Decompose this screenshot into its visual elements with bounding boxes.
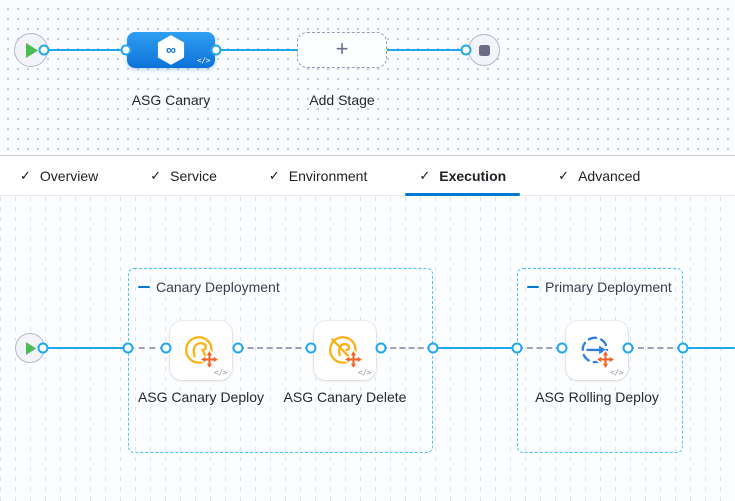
- step-group-canary-deployment[interactable]: Canary Deployment: [128, 268, 433, 453]
- connector-dot: [122, 342, 134, 354]
- asg-canary-deploy-icon: [185, 335, 219, 369]
- step-asg-canary-delete[interactable]: </>: [314, 321, 376, 380]
- stage-type-icon: ∞: [157, 35, 185, 65]
- connector-dot: [556, 342, 568, 354]
- connector-dot: [677, 342, 689, 354]
- stage-node-asg-canary[interactable]: ∞ </>: [127, 32, 215, 68]
- connector-dot: [375, 342, 387, 354]
- execution-edge-dashed: [628, 347, 683, 349]
- tab-overview[interactable]: ✓ Overview: [4, 156, 114, 195]
- execution-edge: [433, 347, 517, 349]
- execution-edge-dashed: [238, 347, 311, 349]
- connector-dot: [305, 342, 317, 354]
- check-icon: ✓: [558, 167, 570, 183]
- check-icon: ✓: [150, 167, 162, 183]
- stage-config-tabs: ✓ Overview ✓ Service ✓ Environment ✓ Exe…: [0, 155, 735, 196]
- collapse-icon[interactable]: [527, 285, 539, 289]
- tab-label: Service: [170, 167, 217, 184]
- play-icon: [26, 341, 37, 355]
- connector-dot: [37, 342, 49, 354]
- pipeline-canvas: ∞ </> + ASG Canary Add Stage: [0, 0, 735, 155]
- group-header[interactable]: Canary Deployment: [138, 279, 280, 295]
- connector-dot: [622, 342, 634, 354]
- tab-label: Environment: [288, 167, 368, 184]
- check-icon: ✓: [20, 167, 31, 183]
- code-icon[interactable]: </>: [214, 368, 227, 377]
- tab-execution[interactable]: ✓ Execution: [403, 156, 522, 196]
- execution-edge: [683, 347, 735, 349]
- step-label: ASG Rolling Deploy: [535, 389, 659, 405]
- asg-rolling-deploy-icon: [581, 336, 615, 369]
- execution-edge-dashed: [128, 347, 166, 349]
- group-label: Primary Deployment: [545, 279, 672, 295]
- check-icon: ✓: [419, 167, 431, 183]
- execution-edge-dashed: [517, 347, 562, 349]
- execution-edge: [43, 347, 128, 349]
- infinity-glyph: ∞: [166, 42, 176, 58]
- collapse-icon[interactable]: [138, 285, 150, 289]
- connector-dot: [511, 342, 523, 354]
- tab-environment[interactable]: ✓ Environment: [253, 156, 384, 195]
- tab-advanced[interactable]: ✓ Advanced: [542, 156, 656, 195]
- step-asg-canary-deploy[interactable]: </>: [170, 321, 232, 380]
- pipeline-edge: [44, 49, 466, 51]
- connector-dot: [160, 342, 172, 354]
- connector-dot: [120, 44, 132, 56]
- execution-canvas: Canary Deployment Primary Deployment: [0, 197, 735, 501]
- code-icon[interactable]: </>: [197, 56, 210, 65]
- execution-edge-dashed: [381, 347, 433, 349]
- plus-icon: +: [335, 36, 349, 61]
- asg-canary-delete-icon: [329, 335, 363, 369]
- tab-label: Advanced: [578, 167, 641, 184]
- code-icon[interactable]: </>: [358, 368, 371, 377]
- pipeline-end-node: [468, 34, 500, 66]
- stage-label: ASG Canary: [131, 92, 211, 108]
- play-icon: [26, 42, 38, 58]
- step-group-primary-deployment[interactable]: Primary Deployment: [517, 268, 683, 453]
- tab-service[interactable]: ✓ Service: [134, 156, 233, 195]
- step-label: ASG Canary Delete: [283, 389, 407, 405]
- tab-label: Overview: [39, 167, 99, 184]
- step-label: ASG Canary Deploy: [137, 389, 265, 405]
- group-label: Canary Deployment: [156, 279, 280, 295]
- connector-dot: [427, 342, 439, 354]
- tab-label: Execution: [439, 167, 507, 184]
- group-header[interactable]: Primary Deployment: [527, 279, 672, 295]
- add-stage-button[interactable]: +: [297, 32, 387, 68]
- add-stage-label: Add Stage: [309, 92, 375, 108]
- code-icon[interactable]: </>: [610, 368, 623, 377]
- check-icon: ✓: [268, 167, 280, 183]
- connector-dot: [210, 44, 222, 56]
- connector-dot: [232, 342, 244, 354]
- step-asg-rolling-deploy[interactable]: </>: [566, 321, 628, 380]
- connector-dot: [460, 44, 472, 56]
- connector-dot: [38, 44, 50, 56]
- stop-icon: [478, 44, 490, 56]
